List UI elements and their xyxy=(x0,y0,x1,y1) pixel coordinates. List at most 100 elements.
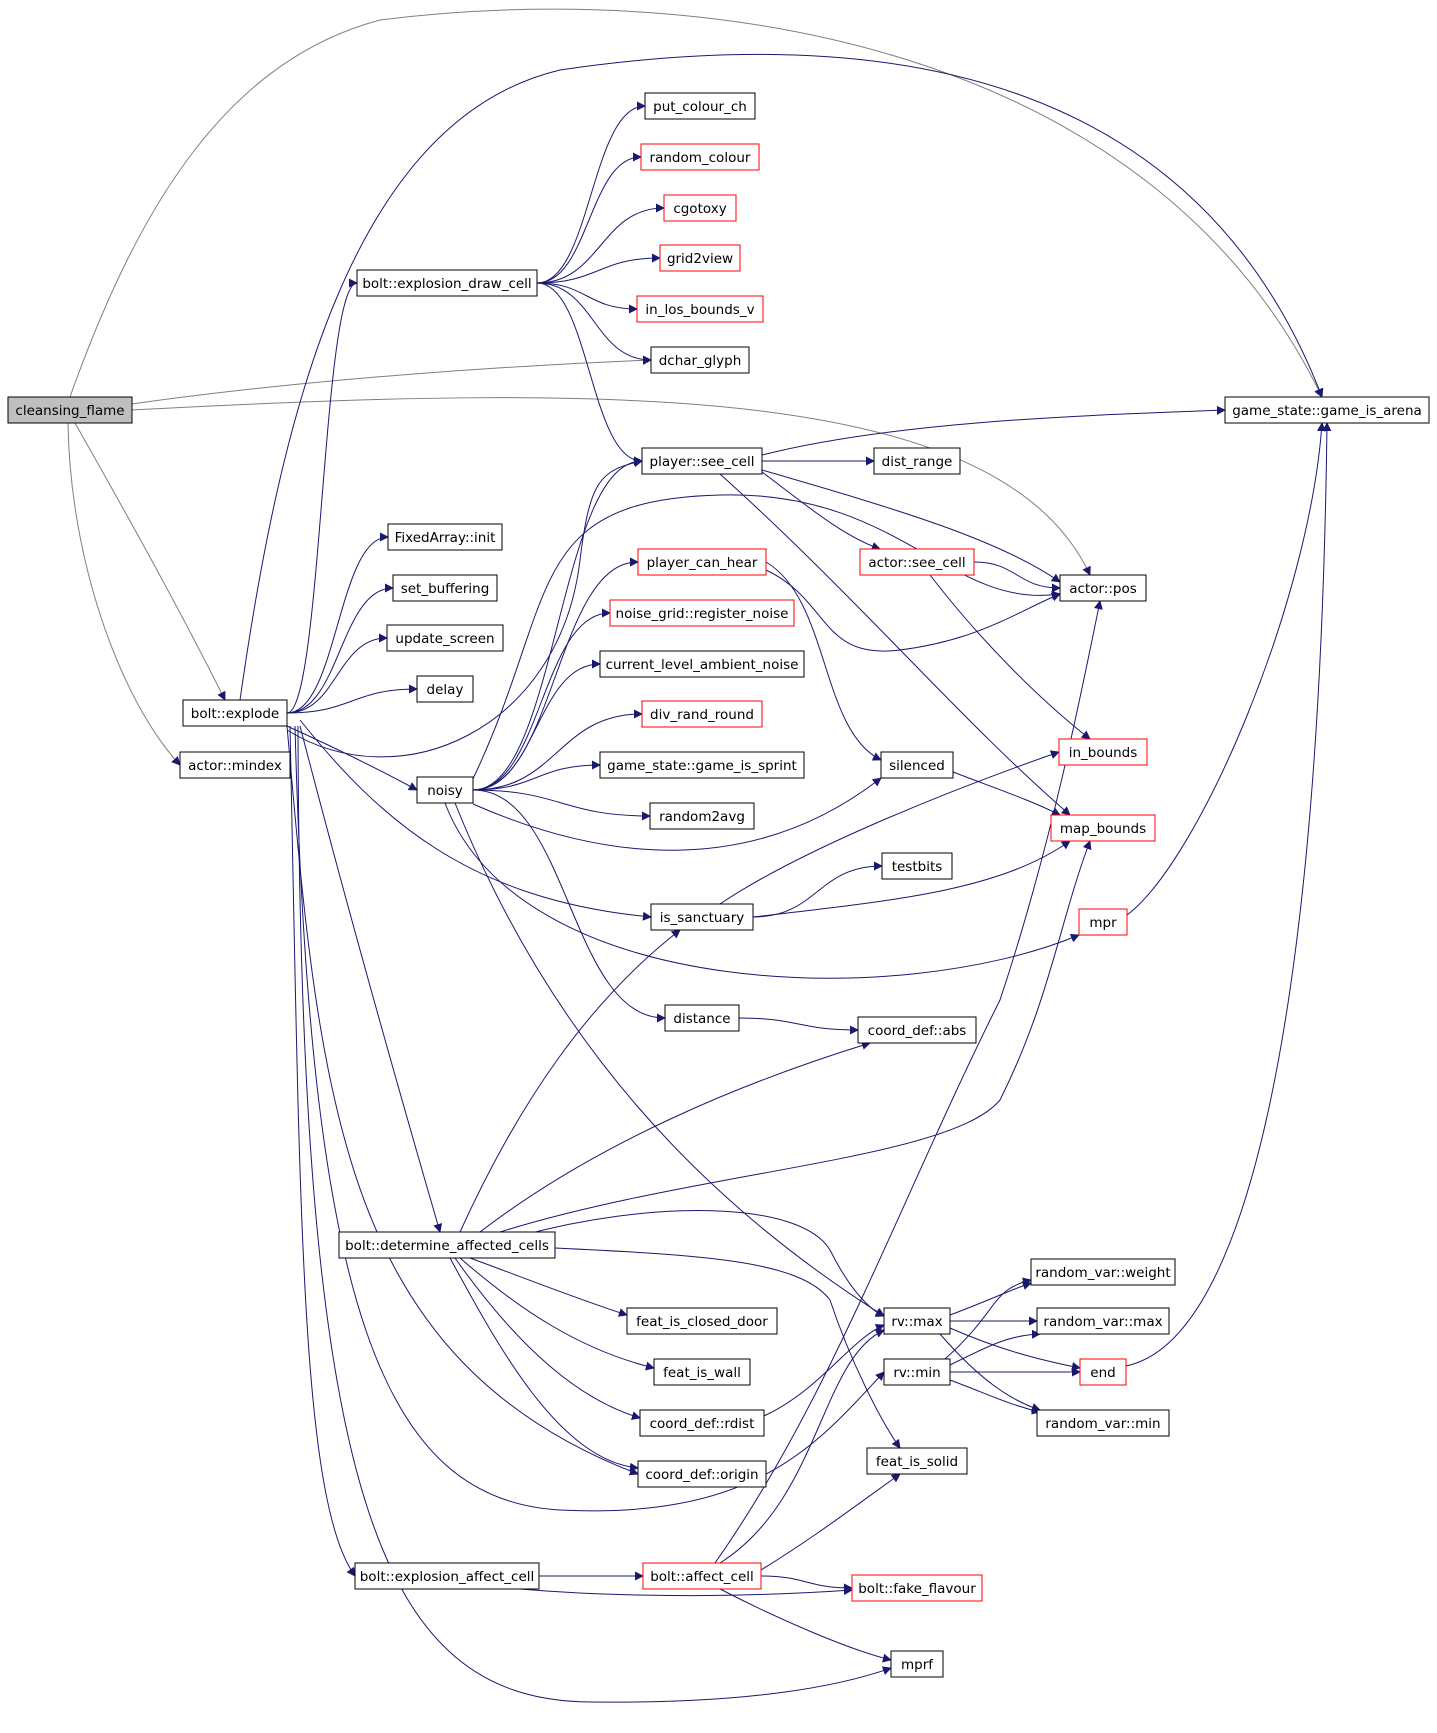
node-fake-flavour[interactable]: bolt::fake_flavour xyxy=(851,1574,983,1602)
node-div-rand-round[interactable]: div_rand_round xyxy=(641,700,763,728)
node-delay[interactable]: delay xyxy=(416,675,474,703)
edge-cleansing-flame-to-game-is-arena xyxy=(69,8,1323,398)
node-random2avg[interactable]: random2avg xyxy=(649,802,755,830)
edge-bolt-explode-to-mprf xyxy=(297,725,892,1703)
node-mprf[interactable]: mprf xyxy=(890,1650,944,1678)
edge-noisy-to-actor-pos xyxy=(469,494,1061,786)
node-feat-is-wall[interactable]: feat_is_wall xyxy=(653,1358,751,1386)
node-label: actor::mindex xyxy=(188,758,282,774)
edge-bolt-affect-cell-to-actor-pos xyxy=(714,600,1103,1564)
edge-bolt-explode-to-set-buffering xyxy=(286,583,394,714)
node-box xyxy=(7,396,133,424)
node-silenced[interactable]: silenced xyxy=(880,751,954,779)
node-label: silenced xyxy=(889,758,945,774)
edge-player-can-hear-to-silenced xyxy=(765,561,882,761)
node-testbits[interactable]: testbits xyxy=(881,852,953,880)
node-player-see-cell[interactable]: player::see_cell xyxy=(641,447,763,475)
edge-mpr-to-game-is-arena xyxy=(1126,422,1326,916)
node-cgotoxy[interactable]: cgotoxy xyxy=(663,194,737,222)
node-box xyxy=(338,1231,556,1259)
node-update-screen[interactable]: update_screen xyxy=(386,624,504,652)
node-noisy[interactable]: noisy xyxy=(416,776,474,804)
node-random-var-weight[interactable]: random_var::weight xyxy=(1030,1258,1176,1286)
node-dist-range[interactable]: dist_range xyxy=(873,447,961,475)
node-box xyxy=(386,624,504,652)
node-end[interactable]: end xyxy=(1079,1358,1127,1386)
edge-is-sanctuary-to-in-bounds xyxy=(719,750,1060,905)
node-distance[interactable]: distance xyxy=(664,1004,740,1032)
node-fixedarray-init[interactable]: FixedArray::init xyxy=(387,523,503,551)
node-box xyxy=(873,447,961,475)
node-label: FixedArray::init xyxy=(395,530,496,546)
edge-bolt-affect-cell-to-mprf xyxy=(719,1588,892,1663)
edge-determine-affected-cells-to-feat-is-wall xyxy=(459,1257,655,1371)
node-mpr[interactable]: mpr xyxy=(1078,908,1128,936)
edge-player-see-cell-to-game-is-arena xyxy=(761,405,1226,456)
node-box xyxy=(609,599,795,627)
node-box xyxy=(650,903,754,931)
node-in-bounds[interactable]: in_bounds xyxy=(1058,738,1148,766)
node-cleansing-flame[interactable]: cleansing_flame xyxy=(7,396,133,424)
node-feat-is-solid[interactable]: feat_is_solid xyxy=(866,1447,968,1475)
node-actor-see-cell[interactable]: actor::see_cell xyxy=(859,548,975,576)
node-box xyxy=(354,1562,540,1590)
node-explosion-draw-cell[interactable]: bolt::explosion_draw_cell xyxy=(356,269,538,297)
edge-determine-affected-cells-to-feat-is-closed-door xyxy=(469,1257,628,1317)
node-game-is-arena[interactable]: game_state::game_is_arena xyxy=(1224,396,1430,424)
node-explosion-affect-cell[interactable]: bolt::explosion_affect_cell xyxy=(354,1562,540,1590)
node-label: rv::max xyxy=(891,1314,942,1330)
node-box xyxy=(664,1004,740,1032)
edge-cleansing-flame-to-actor-pos xyxy=(131,397,1091,576)
node-box xyxy=(626,1307,778,1335)
node-box xyxy=(1050,814,1156,842)
node-label: cleansing_flame xyxy=(15,403,124,419)
node-random-colour[interactable]: random_colour xyxy=(640,143,760,171)
node-box xyxy=(859,548,975,576)
node-bolt-explode[interactable]: bolt::explode xyxy=(182,699,288,727)
node-grid2view[interactable]: grid2view xyxy=(659,244,741,272)
node-register-noise[interactable]: noise_grid::register_noise xyxy=(609,599,795,627)
edge-bolt-explode-to-rv-min xyxy=(294,725,885,1512)
node-map-bounds[interactable]: map_bounds xyxy=(1050,814,1156,842)
nodes-layer: cleansing_flamebolt::explodeactor::minde… xyxy=(7,92,1430,1678)
edge-bolt-explode-to-player-see-cell xyxy=(286,458,643,758)
node-is-sanctuary[interactable]: is_sanctuary xyxy=(650,903,754,931)
edge-determine-affected-cells-to-is-sanctuary xyxy=(459,929,681,1233)
node-put-colour-ch[interactable]: put_colour_ch xyxy=(644,92,756,120)
node-actor-mindex[interactable]: actor::mindex xyxy=(179,751,291,779)
node-coord-def-abs[interactable]: coord_def::abs xyxy=(857,1016,977,1044)
node-box xyxy=(851,1574,983,1602)
edge-bolt-explode-to-fixedarray-init xyxy=(286,532,389,714)
edge-explosion-draw-cell-to-random-colour xyxy=(536,152,642,284)
node-random-var-min[interactable]: random_var::min xyxy=(1036,1409,1170,1437)
node-rv-min[interactable]: rv::min xyxy=(883,1358,951,1386)
node-bolt-affect-cell[interactable]: bolt::affect_cell xyxy=(642,1562,762,1590)
edge-noisy-to-register-noise xyxy=(472,608,611,791)
node-random-var-max[interactable]: random_var::max xyxy=(1036,1307,1170,1335)
node-label: random_var::min xyxy=(1045,1416,1160,1432)
edge-explosion-draw-cell-to-in-los-bounds-v xyxy=(536,282,638,314)
node-current-level-ambient-noise[interactable]: current_level_ambient_noise xyxy=(599,650,805,678)
node-box xyxy=(663,194,737,222)
node-player-can-hear[interactable]: player_can_hear xyxy=(637,548,767,576)
node-label: current_level_ambient_noise xyxy=(606,657,799,673)
node-coord-def-origin[interactable]: coord_def::origin xyxy=(637,1460,767,1488)
node-game-is-sprint[interactable]: game_state::game_is_sprint xyxy=(599,751,805,779)
node-actor-pos[interactable]: actor::pos xyxy=(1059,574,1147,602)
edge-bolt-explode-to-determine-affected-cells xyxy=(299,725,443,1233)
node-coord-def-rdist[interactable]: coord_def::rdist xyxy=(639,1409,765,1437)
node-rv-max[interactable]: rv::max xyxy=(883,1307,951,1335)
node-label: bolt::explode xyxy=(191,706,279,722)
node-box xyxy=(857,1016,977,1044)
node-determine-affected-cells[interactable]: bolt::determine_affected_cells xyxy=(338,1231,556,1259)
node-dchar-glyph[interactable]: dchar_glyph xyxy=(650,346,750,374)
node-in-los-bounds-v[interactable]: in_los_bounds_v xyxy=(636,295,764,323)
node-box xyxy=(644,92,756,120)
node-feat-is-closed-door[interactable]: feat_is_closed_door xyxy=(626,1307,778,1335)
node-set-buffering[interactable]: set_buffering xyxy=(392,574,498,602)
edge-rv-min-to-random-var-min xyxy=(949,1379,1041,1415)
edge-player-see-cell-to-actor-see-cell xyxy=(761,471,881,551)
edge-bolt-explode-to-delay xyxy=(286,684,418,714)
edge-noisy-to-game-is-sprint xyxy=(472,760,601,791)
edge-bolt-explode-to-game-is-arena xyxy=(239,53,1324,701)
